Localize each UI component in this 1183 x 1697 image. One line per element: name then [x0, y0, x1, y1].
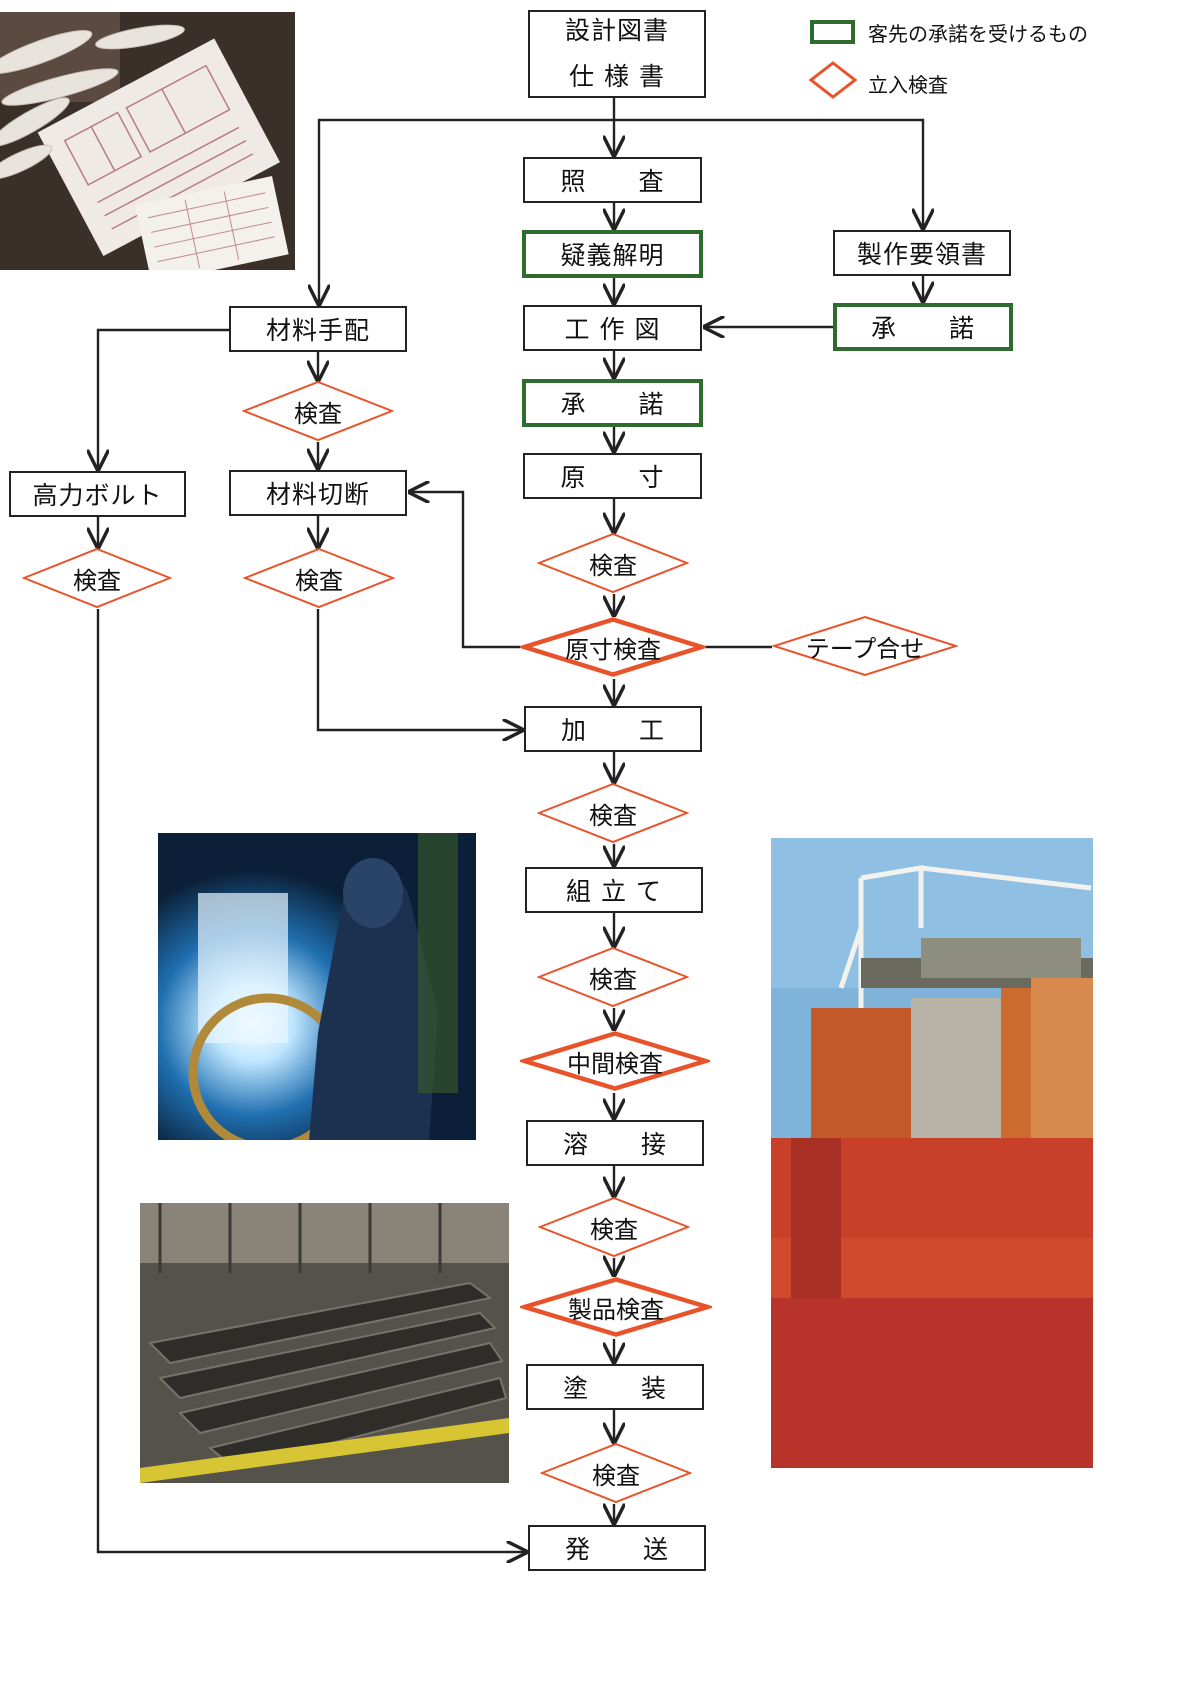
welding-photo — [158, 833, 476, 1140]
full-scale-check-label: 原寸検査 — [565, 635, 661, 664]
diamond-outline — [242, 380, 394, 442]
shop-drawing-box: 工 作 図 — [523, 305, 702, 351]
legend-approval-swatch — [810, 20, 855, 44]
full-scale-box: 原 寸 — [523, 453, 702, 499]
cut-inspection-label: 検査 — [295, 566, 343, 595]
design-documents-box: 設計図書 仕 様 書 — [528, 10, 706, 98]
product-inspection-label: 製品検査 — [568, 1295, 664, 1324]
material-order-box: 材料手配 — [229, 306, 407, 352]
legend-approval-label: 客先の承諾を受けるもの — [868, 22, 1088, 46]
hi-bolt-box: 高力ボルト — [9, 471, 186, 517]
product-inspection-diamond: 製品検査 — [520, 1275, 712, 1339]
steel-beams-photo — [140, 1203, 509, 1483]
check-box: 照 査 — [523, 157, 702, 203]
connector-line — [98, 328, 229, 469]
diamond-outline — [243, 547, 395, 609]
cut-inspection-diamond: 検査 — [243, 547, 395, 609]
welding-inspection-diamond: 検査 — [538, 1196, 690, 1258]
full-scale-inspection-diamond: 検査 — [537, 532, 689, 594]
diamond-outline — [22, 547, 172, 609]
bolt-inspection-diamond: 検査 — [22, 547, 172, 609]
full-scale-inspection-label: 検査 — [589, 551, 637, 580]
fabrication-inspection-diamond: 検査 — [537, 782, 689, 844]
bolt-inspection-label: 検査 — [73, 566, 121, 595]
diamond-outline — [537, 532, 689, 594]
connector-line — [614, 118, 923, 228]
midway-inspection-diamond: 中間検査 — [520, 1029, 710, 1093]
painting-box: 塗 装 — [526, 1364, 704, 1410]
painting-inspection-diamond: 検査 — [540, 1442, 692, 1504]
connector-line — [96, 609, 526, 1552]
tape-match-diamond: テープ合せ — [772, 615, 958, 677]
midway-inspection-label: 中間検査 — [567, 1049, 663, 1078]
welding-inspection-label: 検査 — [590, 1215, 638, 1244]
connector-line — [410, 492, 520, 649]
diamond-outline — [520, 1277, 712, 1337]
approval-center-box: 承 諾 — [522, 379, 703, 427]
material-inspection-label: 検査 — [294, 399, 342, 428]
full-scale-check-diamond: 原寸検査 — [520, 615, 706, 679]
connector-line — [316, 609, 522, 730]
material-cut-box: 材料切断 — [229, 470, 407, 516]
diamond-outline — [772, 615, 958, 677]
diamond-outline — [540, 1442, 692, 1504]
diamond-outline — [520, 1031, 710, 1091]
clarify-box: 疑義解明 — [522, 230, 703, 278]
diamond-outline — [537, 782, 689, 844]
assembly-inspection-diamond: 検査 — [537, 946, 689, 1008]
assembly-box: 組 立 て — [525, 867, 703, 913]
painting-inspection-label: 検査 — [592, 1461, 640, 1490]
legend-inspection-label: 立入検査 — [868, 73, 948, 97]
tape-match-label: テープ合せ — [805, 634, 925, 663]
diamond-outline — [520, 617, 706, 677]
welding-box: 溶 接 — [526, 1120, 704, 1166]
connector-line — [319, 118, 614, 304]
fabrication-box: 加 工 — [524, 706, 702, 752]
design-drawings-label: 設計図書 — [564, 16, 669, 45]
specifications-label: 仕 様 書 — [569, 62, 665, 91]
assembly-inspection-label: 検査 — [589, 965, 637, 994]
fabrication-inspection-label: 検査 — [589, 801, 637, 830]
legend-inspection-swatch — [808, 61, 858, 99]
material-inspection-diamond: 検査 — [242, 380, 394, 442]
diamond-outline — [537, 946, 689, 1008]
blueprints-photo — [0, 12, 295, 270]
shipping-box: 発 送 — [528, 1525, 706, 1571]
steel-structure-photo — [771, 838, 1093, 1468]
approval-right-box: 承 諾 — [833, 303, 1013, 351]
manual-box: 製作要領書 — [833, 230, 1011, 276]
